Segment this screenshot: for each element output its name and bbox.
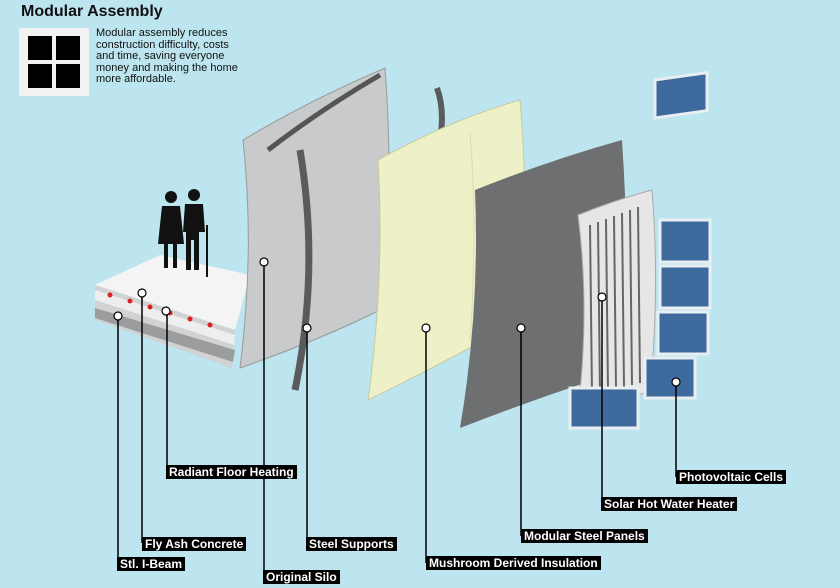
- label-photovoltaic-cells: Photovoltaic Cells: [676, 470, 787, 484]
- label-mushroom-insulation: Mushroom Derived Insulation: [426, 556, 601, 570]
- description: Modular assembly reduces construction di…: [96, 27, 238, 85]
- page-title: Modular Assembly: [21, 3, 163, 20]
- people-silhouette-icon: [158, 189, 208, 277]
- label-original-silo: Original Silo: [263, 570, 340, 584]
- grid-four-squares-icon: [19, 28, 89, 96]
- label-fly-ash-concrete: Fly Ash Concrete: [142, 537, 247, 551]
- floor-slab: [95, 255, 250, 368]
- label-steel-i-beam: Stl. I-Beam: [117, 557, 186, 571]
- label-steel-supports: Steel Supports: [306, 537, 397, 551]
- label-solar-hot-water-heater: Solar Hot Water Heater: [601, 497, 738, 511]
- label-modular-steel-panels: Modular Steel Panels: [521, 529, 648, 543]
- label-radiant-floor-heating: Radiant Floor Heating: [166, 465, 297, 479]
